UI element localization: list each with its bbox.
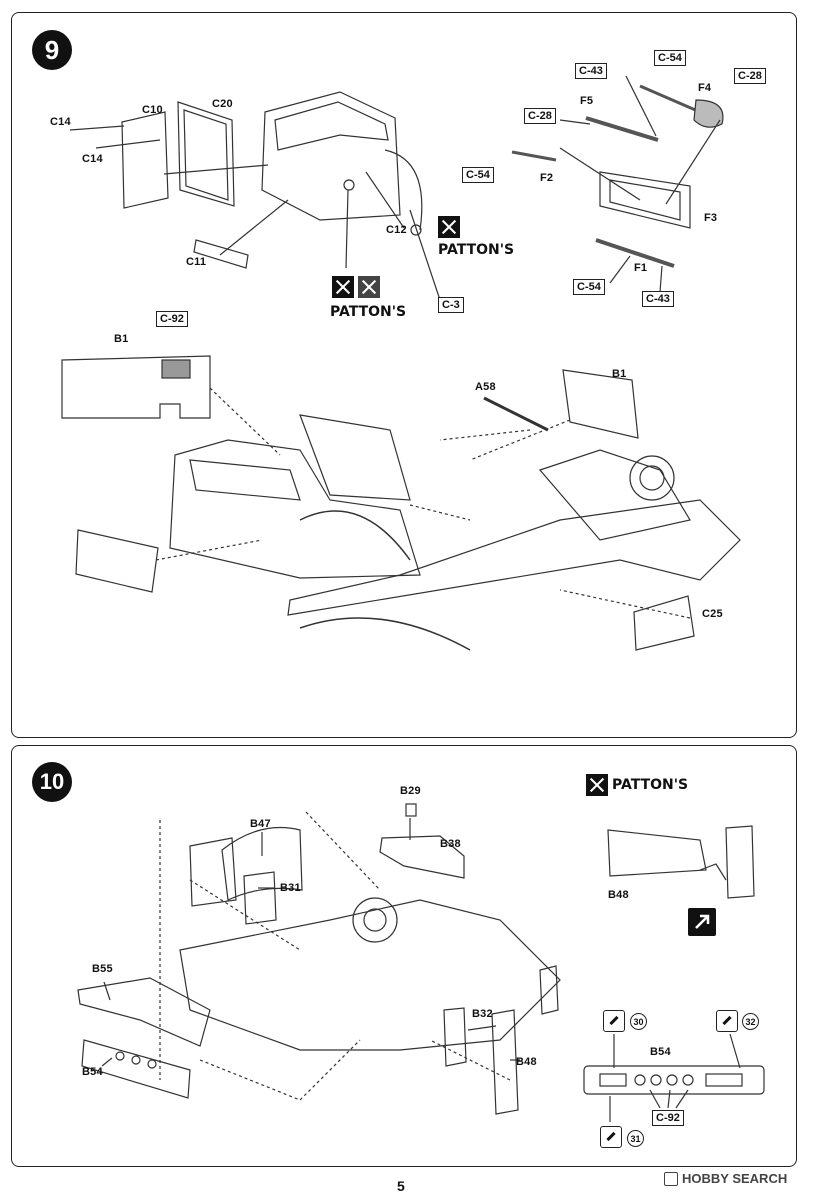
paint-code-box: C-43 bbox=[575, 63, 607, 79]
paint-code-box: C-28 bbox=[734, 68, 766, 84]
watermark-icon bbox=[664, 1171, 678, 1186]
label-b31: B31 bbox=[280, 882, 301, 894]
label-c20: C20 bbox=[212, 98, 233, 110]
part-c20 bbox=[177, 101, 235, 207]
brand-text: PATTON'S bbox=[330, 304, 407, 320]
label-f3: F3 bbox=[704, 212, 718, 224]
body-step10 bbox=[179, 899, 561, 1051]
decal-number: 30 bbox=[630, 1013, 647, 1030]
part-c11 bbox=[193, 239, 249, 269]
step-9-panel bbox=[11, 12, 797, 738]
decal-number: 31 bbox=[627, 1130, 644, 1147]
label-f2: F2 bbox=[540, 172, 554, 184]
pattons-logo-icon bbox=[438, 216, 460, 238]
decal-brush-icon bbox=[600, 1126, 622, 1148]
part-b1-right bbox=[562, 369, 639, 439]
part-c12 bbox=[410, 224, 422, 236]
label-b1: B1 bbox=[612, 368, 627, 380]
decal-icon bbox=[358, 276, 380, 298]
label-b32: B32 bbox=[472, 1008, 493, 1020]
label-c14: C14 bbox=[50, 116, 71, 128]
label-b48: B48 bbox=[516, 1056, 537, 1068]
paint-code-box: C-3 bbox=[438, 297, 464, 313]
pattons-brand-label: PATTON'S bbox=[438, 242, 514, 258]
part-b1-top bbox=[61, 355, 211, 419]
brand-text: PATTON'S bbox=[438, 242, 515, 258]
chassis-frame bbox=[287, 499, 741, 616]
label-f5: F5 bbox=[580, 95, 594, 107]
part-f4 bbox=[639, 84, 701, 114]
label-b54: B54 bbox=[82, 1066, 103, 1078]
part-b29 bbox=[405, 803, 417, 817]
part-a58 bbox=[483, 396, 549, 432]
part-cab-shell bbox=[261, 91, 401, 221]
label-a58: A58 bbox=[475, 381, 496, 393]
step-10-panel bbox=[11, 745, 797, 1167]
paint-code-box: C-92 bbox=[652, 1110, 684, 1126]
label-f4: F4 bbox=[698, 82, 712, 94]
part-f2 bbox=[511, 150, 557, 162]
decal-brush-icon bbox=[716, 1010, 738, 1032]
radiator-fan bbox=[629, 455, 675, 501]
pattons-logo-icon bbox=[332, 276, 354, 298]
pattons-brand-label bbox=[438, 216, 460, 238]
part-b54-left bbox=[81, 1039, 191, 1099]
paint-code-box: C-54 bbox=[654, 50, 686, 66]
paint-code-box: C-43 bbox=[642, 291, 674, 307]
step-10-badge: 10 bbox=[32, 762, 72, 802]
label-b55: B55 bbox=[92, 963, 113, 975]
label-c11: C11 bbox=[186, 256, 207, 268]
part-b31 bbox=[189, 837, 237, 907]
part-c10 bbox=[121, 111, 169, 209]
paint-code-box: C-28 bbox=[524, 108, 556, 124]
pattons-brand-label bbox=[332, 276, 380, 298]
part-b32 bbox=[443, 1007, 467, 1067]
paint-code-box: C-54 bbox=[462, 167, 494, 183]
pattons-brand-label: PATTON'S bbox=[330, 304, 406, 320]
decal-brush-icon bbox=[603, 1010, 625, 1032]
label-c12: C12 bbox=[386, 224, 407, 236]
part-b38 bbox=[379, 835, 465, 879]
label-b38: B38 bbox=[440, 838, 461, 850]
part-b48-detail bbox=[607, 829, 707, 877]
label-f1: F1 bbox=[634, 262, 648, 274]
pattons-logo-icon bbox=[586, 774, 608, 796]
label-b54: B54 bbox=[650, 1046, 671, 1058]
label-b29: B29 bbox=[400, 785, 421, 797]
paint-code-box: C-92 bbox=[156, 311, 188, 327]
part-b55 bbox=[77, 977, 211, 1047]
part-b54-detail bbox=[583, 1065, 765, 1095]
label-b48: B48 bbox=[608, 889, 629, 901]
step-9-badge: 9 bbox=[32, 30, 72, 70]
part-f3 bbox=[599, 171, 691, 229]
pattons-brand-label: PATTON'S bbox=[586, 774, 688, 796]
label-b47: B47 bbox=[250, 818, 271, 830]
label-c14: C14 bbox=[82, 153, 103, 165]
part-b48-right bbox=[491, 1009, 519, 1115]
watermark-text: HOBBY SEARCH bbox=[682, 1171, 788, 1186]
decal-number: 32 bbox=[742, 1013, 759, 1030]
paint-code-box: C-54 bbox=[573, 279, 605, 295]
label-c25: C25 bbox=[702, 608, 723, 620]
part-f1 bbox=[595, 238, 675, 268]
page-number: 5 bbox=[397, 1178, 405, 1194]
watermark: HOBBY SEARCH bbox=[664, 1171, 787, 1186]
label-c10: C10 bbox=[142, 104, 163, 116]
part-c25 bbox=[633, 595, 695, 651]
label-b1: B1 bbox=[114, 333, 129, 345]
brand-text: PATTON'S bbox=[612, 777, 689, 793]
part-f5 bbox=[585, 116, 659, 142]
part-dash-panel bbox=[75, 529, 159, 593]
chassis-body bbox=[169, 439, 421, 579]
